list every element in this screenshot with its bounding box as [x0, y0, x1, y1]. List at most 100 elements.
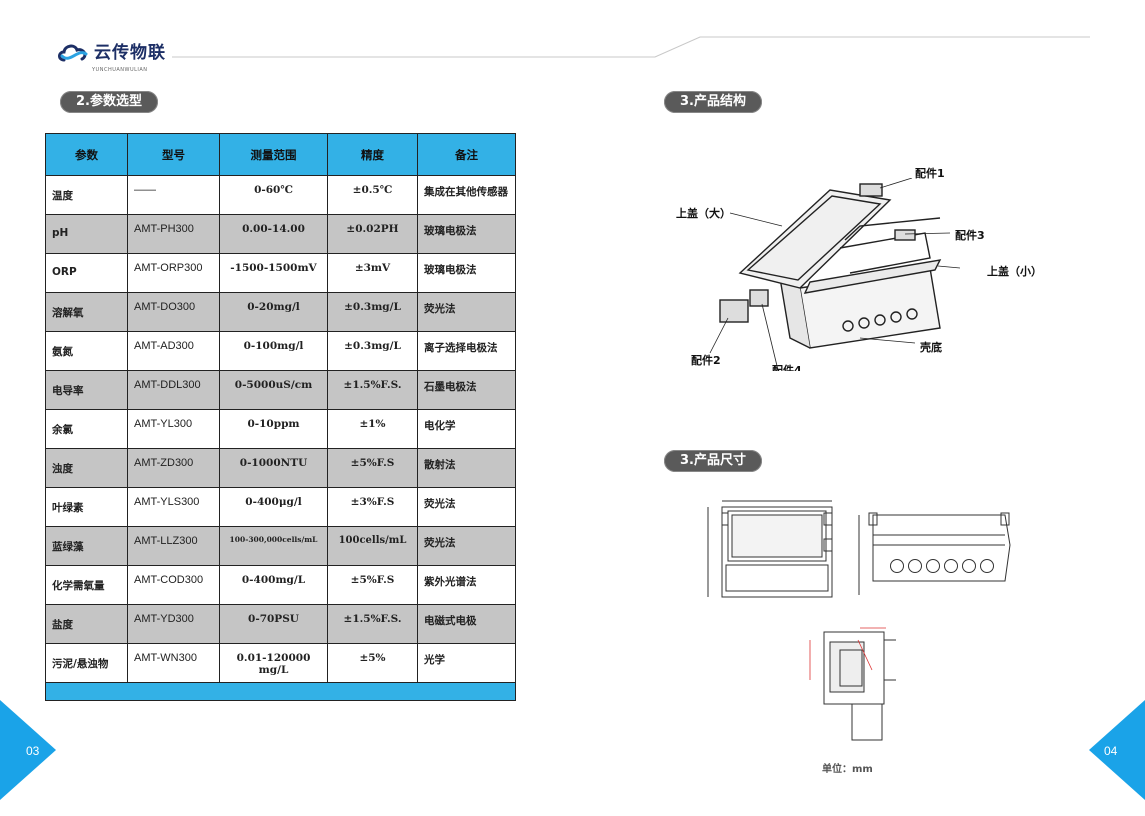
table-cell: ±0.3mg/L [327, 331, 418, 371]
brand-subtitle: YUNCHUANWULIAN [92, 67, 148, 73]
table-cell: AMT-YD300 [127, 604, 220, 644]
header-cell: 精度 [327, 133, 418, 176]
header-line [172, 36, 1090, 58]
header-cell: 型号 [127, 133, 220, 176]
table-cell: 0-1000NTU [219, 448, 328, 488]
table-cell: AMT-ZD300 [127, 448, 220, 488]
label-top-large: 上盖（大） [676, 207, 731, 220]
cloud-logo-icon [58, 44, 88, 62]
table-cell: 0-10ppm [219, 409, 328, 449]
section-title-params: 2.参数选型 [60, 91, 158, 113]
table-cell: 0-70PSU [219, 604, 328, 644]
table-cell: 100cells/mL [327, 526, 418, 566]
table-cell: 氨氮 [45, 331, 128, 371]
page-number-right: 04 [1104, 744, 1118, 758]
table-cell: 电导率 [45, 370, 128, 410]
table-cell: AMT-YL300 [127, 409, 220, 449]
table-cell: AMT-LLZ300 [127, 526, 220, 566]
table-cell: ORP [45, 253, 128, 293]
table-cell: ±0.5℃ [327, 175, 418, 215]
table-cell: 0.01-120000 mg/L [219, 643, 328, 683]
table-cell: 溶解氧 [45, 292, 128, 332]
table-cell: 紫外光谱法 [417, 565, 516, 605]
table-cell: 0-60℃ [219, 175, 328, 215]
table-cell: ±0.02PH [327, 214, 418, 254]
table-cell: AMT-DDL300 [127, 370, 220, 410]
table-footer-bar [45, 682, 516, 701]
table-cell: pH [45, 214, 128, 254]
table-cell: 余氯 [45, 409, 128, 449]
table-cell: —— [127, 175, 220, 215]
label-top-small: 上盖（小） [987, 265, 1042, 278]
table-cell: ±5% [327, 643, 418, 683]
table-cell: 散射法 [417, 448, 516, 488]
unit-label: 单位：mm [822, 764, 873, 775]
table-cell: 玻璃电极法 [417, 253, 516, 293]
table-cell: ±5%F.S [327, 448, 418, 488]
table-cell: AMT-ORP300 [127, 253, 220, 293]
table-cell: 0-400μg/l [219, 487, 328, 527]
table-cell: 玻璃电极法 [417, 214, 516, 254]
brand-logo: 云传物联 YUNCHUANWULIAN [56, 40, 166, 73]
table-cell: 电磁式电极 [417, 604, 516, 644]
table-cell: 叶绿素 [45, 487, 128, 527]
right-corner-triangle [1089, 700, 1145, 800]
table-cell: 0-20mg/l [219, 292, 328, 332]
table-cell: 电化学 [417, 409, 516, 449]
label-part4: 配件4 [772, 364, 802, 371]
section-title-dimensions: 3.产品尺寸 [664, 450, 762, 472]
top-view-drawing [809, 627, 896, 741]
table-cell: 0-5000uS/cm [219, 370, 328, 410]
table-cell: AMT-YLS300 [127, 487, 220, 527]
table-cell: 荧光法 [417, 526, 516, 566]
side-view-drawing [858, 512, 1011, 595]
table-cell: AMT-DO300 [127, 292, 220, 332]
front-view-drawing [707, 500, 833, 598]
header-cell: 参数 [45, 133, 128, 176]
table-cell: ±5%F.S [327, 565, 418, 605]
page-number-left: 03 [26, 744, 40, 758]
table-cell: ±3mV [327, 253, 418, 293]
label-base: 壳底 [920, 341, 942, 354]
brand-name: 云传物联 [94, 42, 166, 63]
table-cell: 0-100mg/l [219, 331, 328, 371]
table-cell: 0-400mg/L [219, 565, 328, 605]
table-cell: ±0.3mg/L [327, 292, 418, 332]
table-cell: 荧光法 [417, 292, 516, 332]
table-cell: 石墨电极法 [417, 370, 516, 410]
product-structure-illustration [709, 178, 960, 371]
label-part3: 配件3 [955, 229, 985, 242]
table-cell: 100-300,000cells/mL [219, 526, 328, 566]
header-cell: 测量范围 [219, 133, 328, 176]
label-part2: 配件2 [691, 354, 721, 367]
table-cell: AMT-COD300 [127, 565, 220, 605]
table-cell: 0.00-14.00 [219, 214, 328, 254]
table-cell: ±1% [327, 409, 418, 449]
table-cell: ±3%F.S [327, 487, 418, 527]
footer-cell [45, 682, 516, 701]
table-cell: AMT-AD300 [127, 331, 220, 371]
table-cell: 光学 [417, 643, 516, 683]
table-cell: 污泥/悬浊物 [45, 643, 128, 683]
table-cell: 浊度 [45, 448, 128, 488]
table-cell: 荧光法 [417, 487, 516, 527]
table-cell: ±1.5%F.S. [327, 370, 418, 410]
table-cell: AMT-WN300 [127, 643, 220, 683]
left-corner-triangle [0, 700, 56, 800]
table-header-row: 参数 型号 测量范围 精度 备注 [45, 133, 516, 176]
table-cell: 集成在其他传感器 [417, 175, 516, 215]
table-cell: 温度 [45, 175, 128, 215]
table-cell: ±1.5%F.S. [327, 604, 418, 644]
